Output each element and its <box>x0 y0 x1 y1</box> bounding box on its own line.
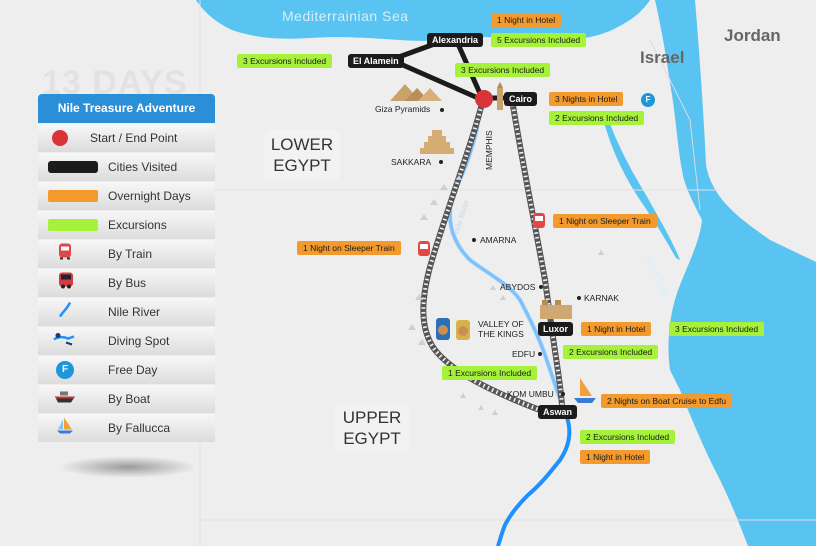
legend-item-nile: Nile River <box>38 298 215 326</box>
bus-icon <box>58 272 74 294</box>
tag-alexandria-excursions: 5 Excursions Included <box>491 33 587 47</box>
legend-item-cities: Cities Visited <box>38 153 215 181</box>
tag-train-west: 1 Night on Sleeper Train <box>297 241 401 255</box>
city-cairo[interactable]: Cairo <box>504 92 538 106</box>
kom-umbu-label: KOM UMBU <box>507 389 554 399</box>
legend-label: Cities Visited <box>108 160 178 174</box>
legend-label: Overnight Days <box>108 189 191 203</box>
start-end-point <box>475 90 493 108</box>
lower-egypt-line1: LOWER <box>270 135 334 154</box>
train-icon <box>58 243 72 265</box>
legend-title: Nile Treasure Adventure <box>38 94 215 123</box>
legend-label: Free Day <box>108 363 158 377</box>
jordan-label: Jordan <box>724 26 781 45</box>
train-icon-east <box>533 213 545 228</box>
memphis-label: MEMPHIS <box>484 130 494 170</box>
city-luxor[interactable]: Luxor <box>538 322 574 336</box>
valley-line2: THE KINGS <box>478 329 524 339</box>
tag-train-east: 1 Night on Sleeper Train <box>553 214 657 228</box>
tag-cairo-excursions-2: 2 Excursions Included <box>549 111 645 125</box>
upper-egypt-label: UPPER EGYPT <box>334 403 410 453</box>
karnak-label: KARNAK <box>584 293 619 303</box>
orange-bar-icon <box>48 190 98 202</box>
diver-icon <box>52 331 76 352</box>
boat-icon <box>54 390 76 409</box>
mediterranean-sea-label: Mediterrainian Sea <box>282 8 409 24</box>
memphis-obelisk-icon <box>497 82 503 110</box>
legend-item-excursions: Excursions <box>38 211 215 239</box>
upper-egypt-line1: UPPER <box>342 408 402 427</box>
lower-egypt-line2: EGYPT <box>273 156 331 175</box>
legend-shadow <box>58 456 198 478</box>
city-el-alamein[interactable]: El Alamein <box>348 54 404 68</box>
tag-aswan-night: 1 Night in Hotel <box>580 450 651 464</box>
tag-boat-cruise: 2 Nights on Boat Cruise to Edfu <box>601 394 733 408</box>
tag-cairo-nights: 3 Nights in Hotel <box>549 92 624 106</box>
upper-egypt-line2: EGYPT <box>343 429 401 448</box>
city-alexandria[interactable]: Alexandria <box>427 33 484 47</box>
karnak-temple-icon <box>540 300 572 319</box>
river-icon <box>58 301 72 323</box>
legend-label: Diving Spot <box>108 334 170 348</box>
tag-bus-excursion: 1 Excursions Included <box>442 366 538 380</box>
gulf-of-suez <box>602 112 680 260</box>
legend-label: Excursions <box>108 218 167 232</box>
free-day-icon: F <box>641 93 655 107</box>
tag-aswan-excursions: 2 Excursions Included <box>580 430 676 444</box>
pharaoh-heads-icon <box>436 318 470 340</box>
israel-label: Israel <box>640 48 685 67</box>
legend-label: By Bus <box>108 276 147 290</box>
giza-label: Giza Pyramids <box>375 104 431 114</box>
legend-label: By Train <box>108 247 153 261</box>
tag-alamein-excursions: 3 Excursions Included <box>237 54 333 68</box>
giza-pyramids-icon <box>390 84 442 101</box>
red-sea <box>655 0 816 546</box>
legend-label: By Fallucca <box>108 421 171 435</box>
start-end-dot-icon <box>52 130 68 146</box>
legend-panel: Nile Treasure Adventure Start / End Poin… <box>38 94 215 442</box>
city-aswan[interactable]: Aswan <box>538 405 578 419</box>
sakkara-pyramid-icon <box>420 130 454 154</box>
green-bar-icon <box>48 219 98 231</box>
valley-line1: VALLEY OF <box>478 319 524 329</box>
legend-item-bus: By Bus <box>38 269 215 297</box>
legend-item-start-end: Start / End Point <box>38 124 215 152</box>
felucca-icon <box>56 417 74 440</box>
city-bar-icon <box>48 161 98 173</box>
legend-item-overnight: Overnight Days <box>38 182 215 210</box>
tag-cairo-excursions-3: 3 Excursions Included <box>455 63 551 77</box>
place-dots <box>439 108 581 396</box>
free-day-legend-icon: F <box>56 361 74 379</box>
amarna-label: AMARNA <box>480 235 517 245</box>
train-icon-west <box>418 241 430 256</box>
legend-label: Nile River <box>108 305 161 319</box>
tag-luxor-night: 1 Night in Hotel <box>581 322 652 336</box>
bus-route-alamein-cairo <box>394 59 480 101</box>
tag-luxor-excursions-3: 3 Excursions Included <box>669 322 765 336</box>
legend-label: By Boat <box>108 392 151 406</box>
valley-of-kings-label: VALLEY OF THE KINGS <box>478 319 524 339</box>
tag-alexandria-night: 1 Night in Hotel <box>491 13 562 27</box>
felucca-icon-map <box>574 378 596 403</box>
edfu-label: EDFU <box>512 349 536 359</box>
legend-item-boat: By Boat <box>38 385 215 413</box>
legend-item-train: By Train <box>38 240 215 268</box>
legend-item-free-day: F Free Day <box>38 356 215 384</box>
abydos-label: ABYDOS <box>500 282 536 292</box>
lower-egypt-label: LOWER EGYPT <box>264 130 340 180</box>
legend-item-diving: Diving Spot <box>38 327 215 355</box>
desert-decoration <box>408 175 611 415</box>
tag-luxor-excursions-2: 2 Excursions Included <box>563 345 659 359</box>
legend-label: Start / End Point <box>90 131 178 145</box>
legend-item-felucca: By Fallucca <box>38 414 215 442</box>
sakkara-label: SAKKARA <box>391 157 432 167</box>
mediterranean-sea <box>196 0 650 41</box>
